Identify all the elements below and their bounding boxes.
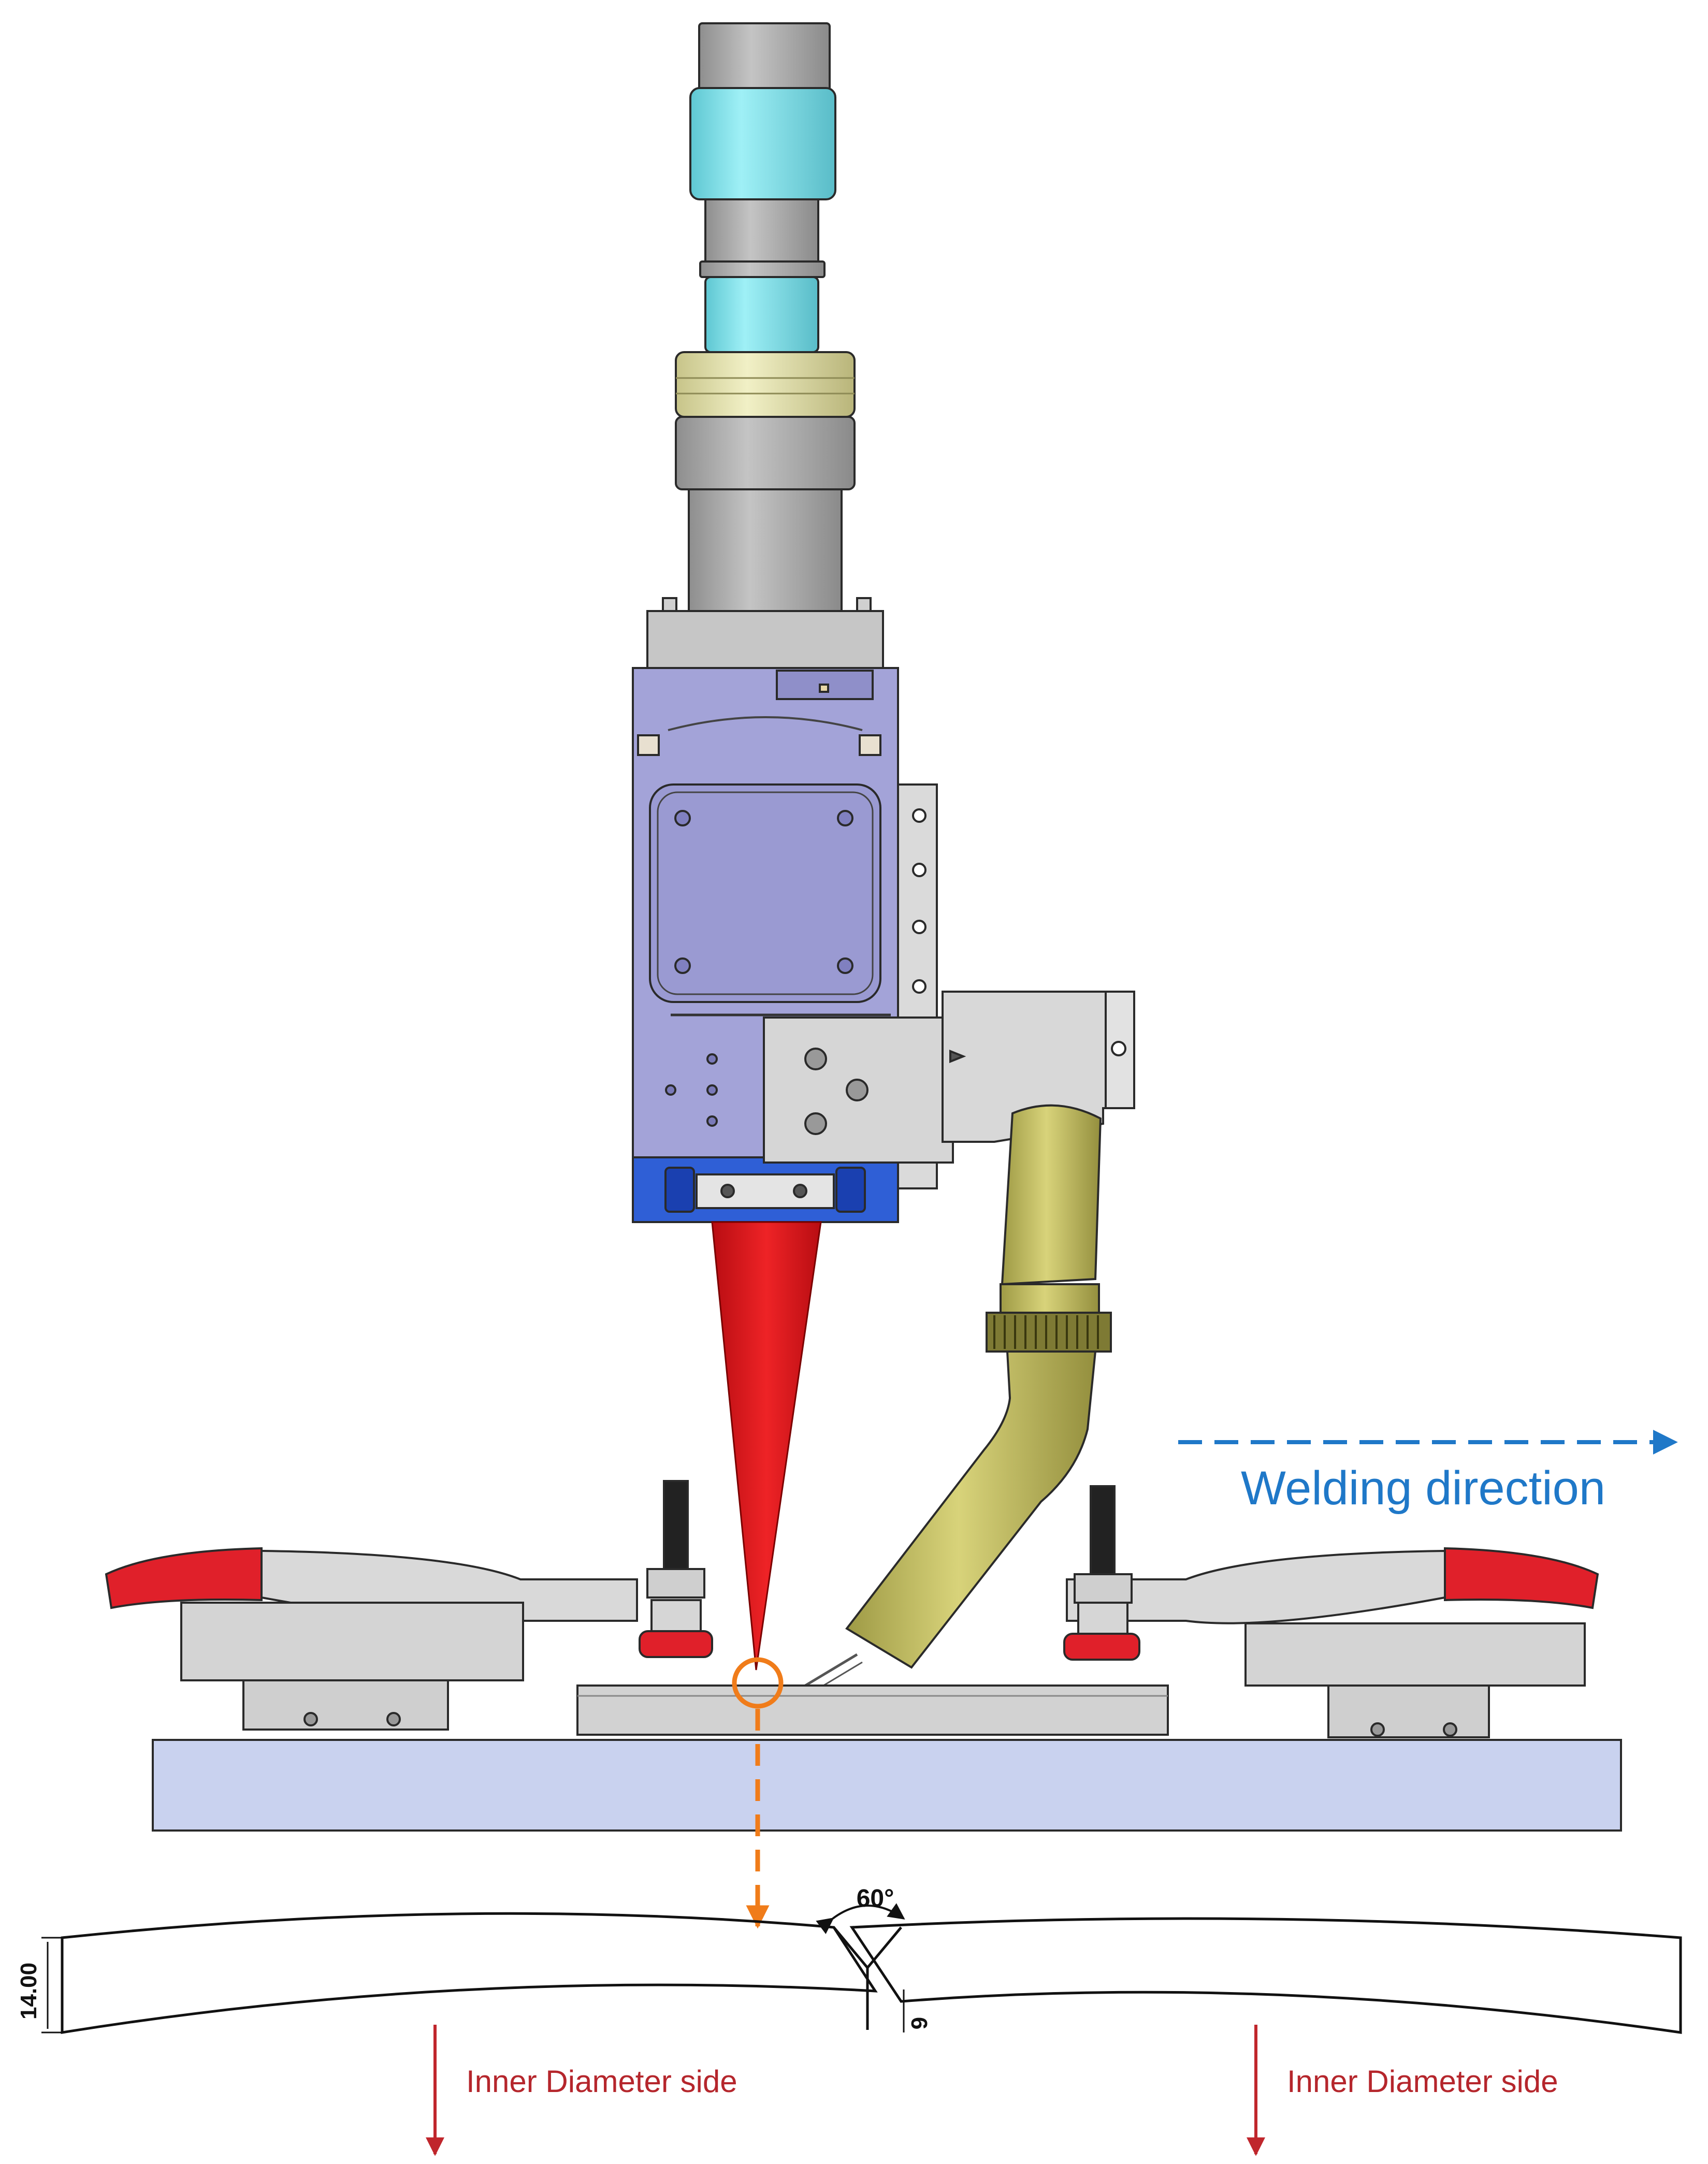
optic-tube-lower [688,488,843,612]
fiber-connector [698,22,831,92]
optic-tube [704,198,819,263]
groove-angle-label: 60° [857,1885,894,1912]
cross-section [41,1903,1682,2034]
laser-head [632,22,899,1223]
collimator-ring-lower [704,276,819,353]
knurled-nut [986,1312,1112,1353]
cover-plate [649,783,881,1003]
wire-feeder [804,1104,1112,1694]
adapter-block [646,610,884,669]
plate-section-right [849,1917,1682,2034]
inner-diameter-label-right: Inner Diameter side [1287,2064,1558,2099]
base-plate [152,1739,1622,1832]
inner-diameter-label-left: Inner Diameter side [466,2064,737,2099]
workpiece [576,1684,1169,1736]
focus-ring [675,351,856,418]
wire-feeder-bracket [763,783,1135,1189]
clamp-pad-right [1063,1633,1140,1661]
toggle-clamp-left [105,1480,713,1731]
root-face-label: 6 [906,2017,932,2029]
focus-marker-icon [732,1657,784,1709]
thickness-label: 14.00 [16,1963,41,2020]
angle-arc [816,1903,905,1935]
toggle-clamp-right [1063,1485,1599,1738]
collimator-ring-upper [689,87,836,200]
clamp-pad-left [639,1630,713,1658]
plate-section-left [61,1912,878,2034]
welding-direction-label: Welding direction [1241,1462,1605,1515]
laser-beam [711,1221,822,1671]
v-groove [833,1926,902,1970]
